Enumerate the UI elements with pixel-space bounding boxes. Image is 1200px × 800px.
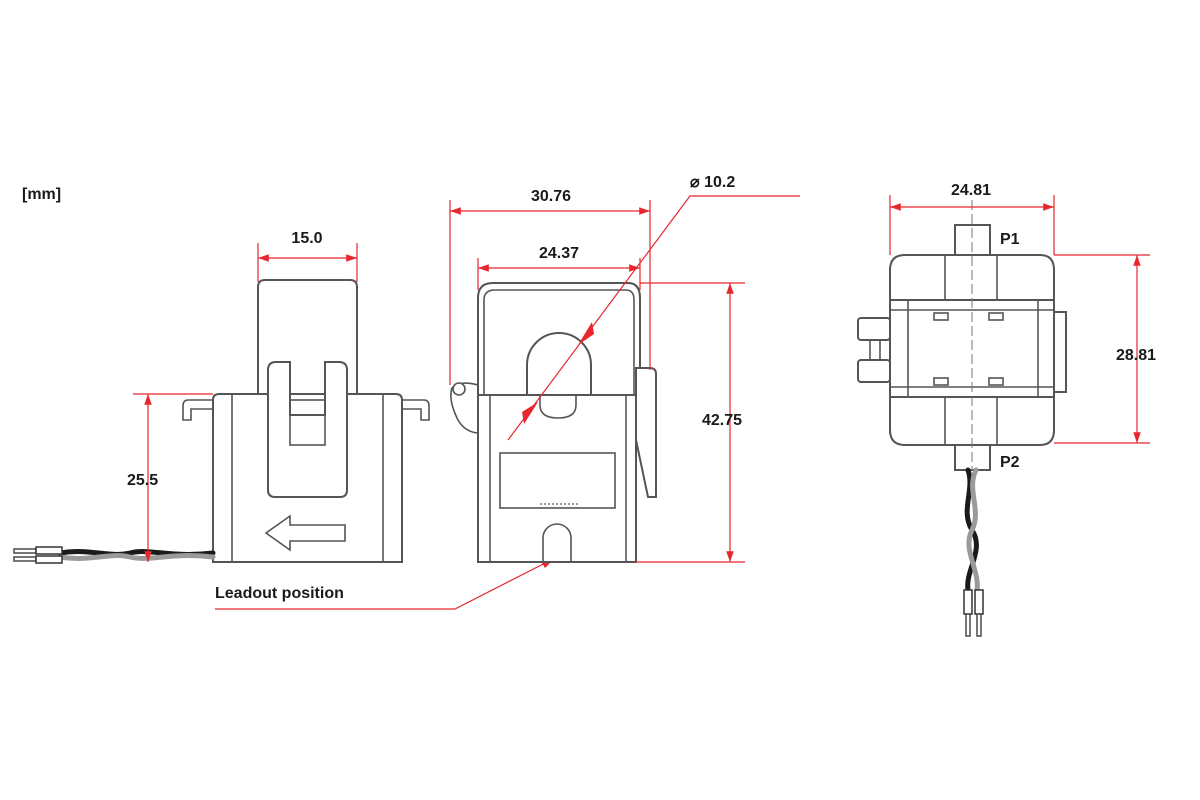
front-wire-light xyxy=(57,553,216,561)
front-latch-window xyxy=(289,399,326,446)
dim-front-tab-width: 15.0 xyxy=(291,230,322,247)
side-aperture xyxy=(526,332,592,396)
side-label-window xyxy=(499,452,616,509)
top-ferrule-2 xyxy=(976,613,982,637)
dim-front-height: 25.5 xyxy=(127,472,158,489)
current-direction-arrow-icon xyxy=(264,514,346,552)
side-clip xyxy=(635,367,657,498)
side-housing xyxy=(477,394,637,563)
top-view: P1 P2 24.81 28.81 xyxy=(857,182,1156,637)
top-ferrule-1 xyxy=(965,613,971,637)
dim-side-height: 42.75 xyxy=(702,412,742,429)
diameter-leader xyxy=(507,195,800,441)
side-view: 30.76 24.37 ⌀ 10.2 42.75 xyxy=(449,174,800,563)
top-wire-light xyxy=(966,467,980,593)
front-ferrule-1 xyxy=(13,548,37,554)
side-leadout-notch xyxy=(542,523,572,562)
dim-aperture-diameter: ⌀ 10.2 xyxy=(690,174,735,191)
dim-top-height: 28.81 xyxy=(1116,347,1156,364)
terminal-p2-label: P2 xyxy=(1000,454,1020,471)
front-ferrule-2 xyxy=(13,556,37,562)
front-view: 15.0 25.5 Leadout position xyxy=(13,230,556,610)
front-left-hook xyxy=(182,399,213,421)
dim-side-inner-width: 24.37 xyxy=(539,245,579,262)
dim-top-width: 24.81 xyxy=(951,182,991,199)
terminal-p1-label: P1 xyxy=(1000,231,1020,248)
dim-side-outer-width: 30.76 xyxy=(531,188,571,205)
top-hinge-1 xyxy=(857,317,891,341)
leadout-label: Leadout position xyxy=(215,585,344,602)
leadout-leader xyxy=(215,557,556,610)
unit-label: [mm] xyxy=(22,186,61,203)
front-latch xyxy=(267,361,348,498)
front-right-hook xyxy=(402,399,430,421)
top-hinge-2 xyxy=(857,359,891,383)
top-latch xyxy=(1053,311,1067,393)
